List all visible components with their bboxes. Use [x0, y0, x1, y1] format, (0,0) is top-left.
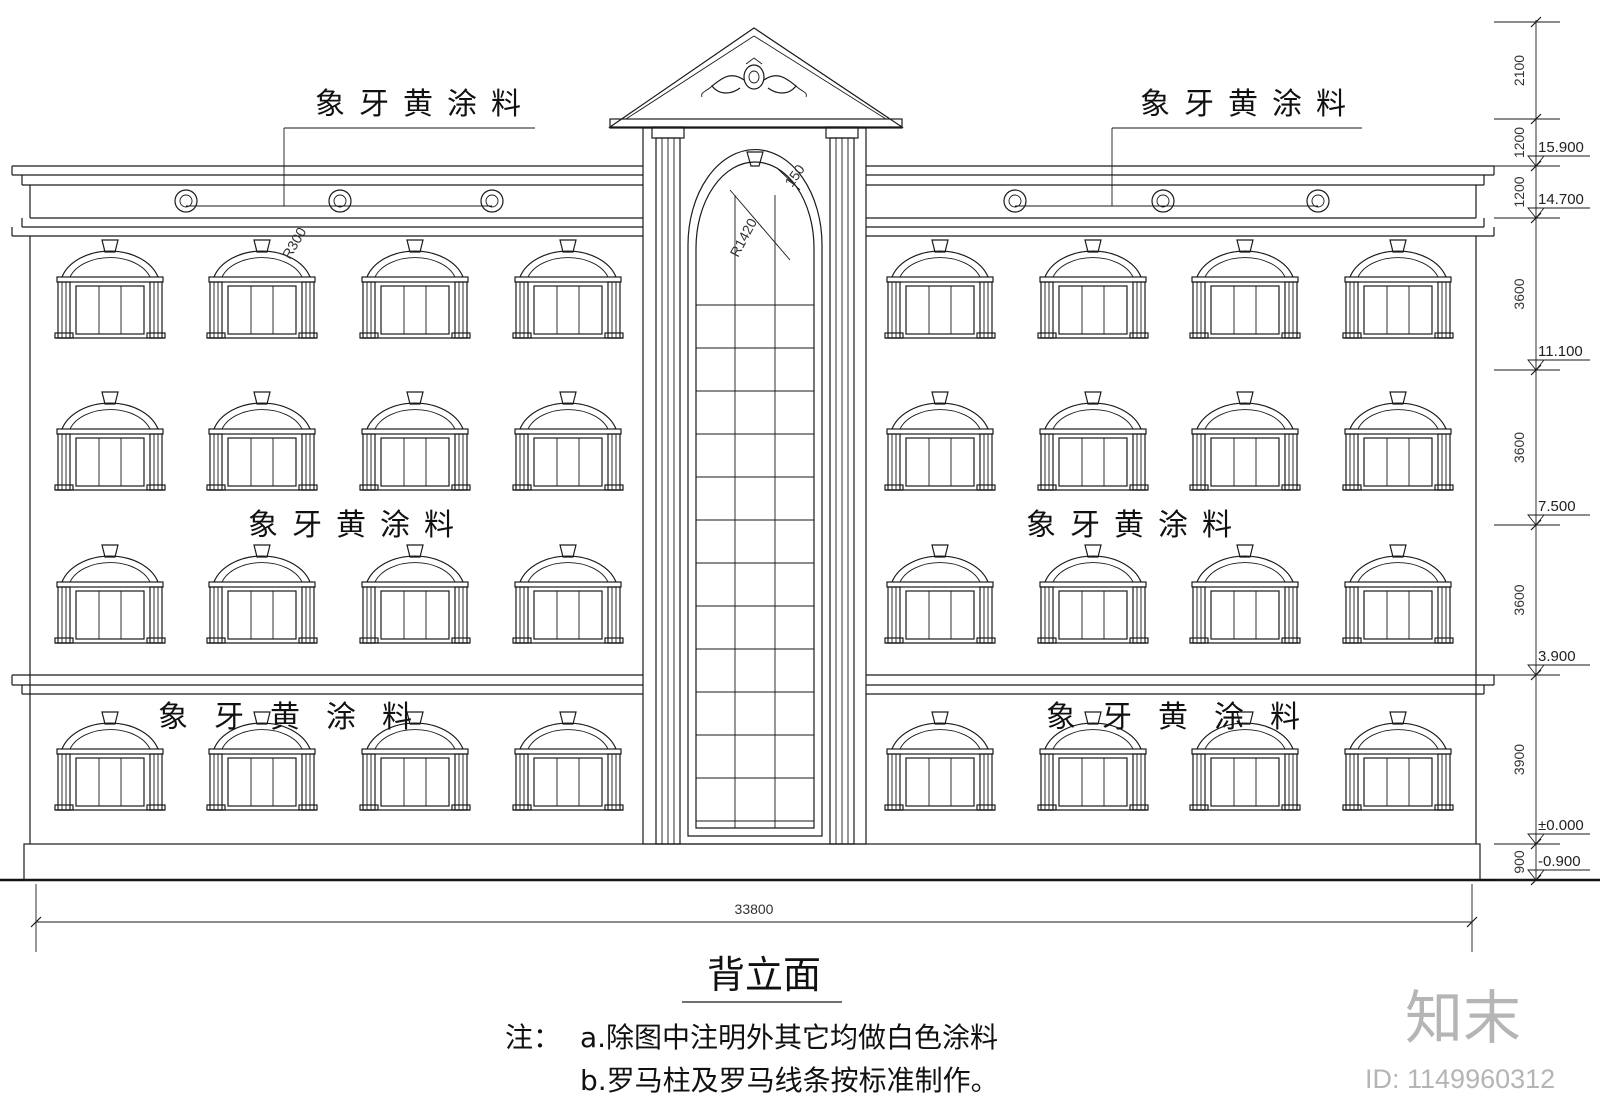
note-a: a.除图中注明外其它均做白色涂料 — [580, 1021, 998, 1054]
arched-window — [512, 544, 624, 644]
vertical-dimension-text: 2100 — [1511, 55, 1527, 86]
material-label-low-left: 象牙黄涂料 — [158, 700, 438, 735]
material-label-top-right: 象牙黄涂料 — [1140, 87, 1360, 122]
arched-window — [1037, 711, 1149, 811]
frieze-medallions — [174, 189, 1330, 213]
elevation-mark: 15.900 — [1527, 139, 1590, 167]
notes-prefix: 注： — [505, 1021, 561, 1054]
vertical-dimension-text: 900 — [1511, 850, 1527, 874]
arched-window — [1342, 391, 1454, 491]
vertical-dimension-text: 3600 — [1511, 432, 1527, 463]
arched-window — [206, 711, 318, 811]
note-b: b.罗马柱及罗马线条按标准制作。 — [580, 1064, 999, 1097]
arched-window — [512, 711, 624, 811]
material-label-low-right: 象牙黄涂料 — [1046, 700, 1326, 735]
arched-window — [1037, 391, 1149, 491]
radius-label-large-arch: R1420 — [727, 215, 761, 259]
arched-window — [884, 239, 996, 339]
vertical-dimension-text: 1200 — [1511, 127, 1527, 158]
plinth — [23, 843, 1481, 881]
left-wing-cornice — [11, 165, 643, 844]
radius-label-small-arch: R300 — [279, 224, 310, 261]
tower-pilasters — [651, 126, 859, 845]
vertical-dimension-text: 3600 — [1511, 278, 1527, 309]
arched-window — [206, 239, 318, 339]
elevation-mark: ±0.000 — [1527, 817, 1590, 845]
watermark-id: ID: 1149960312 — [1365, 1064, 1555, 1094]
medallion — [328, 189, 352, 213]
elevation-mark: 3.900 — [1527, 648, 1590, 676]
medallion — [480, 189, 504, 213]
material-label-mid-left: 象牙黄涂料 — [248, 508, 468, 543]
arched-window — [54, 711, 166, 811]
pediment-ornament — [701, 57, 807, 98]
arched-window — [884, 391, 996, 491]
right-wing-cornice — [866, 165, 1495, 844]
arched-window — [359, 711, 471, 811]
drawing-title: 背立面 — [707, 953, 821, 997]
central-tower — [608, 27, 904, 845]
vertical-dimension-chain — [1494, 16, 1560, 886]
facade-outline — [0, 27, 1600, 882]
medallion — [1003, 189, 1027, 213]
arched-window — [1189, 544, 1301, 644]
elevation-text: -0.900 — [1538, 853, 1581, 870]
medallion — [174, 189, 198, 213]
arched-window — [54, 239, 166, 339]
arched-window — [359, 239, 471, 339]
arched-window — [512, 391, 624, 491]
arched-window — [1189, 711, 1301, 811]
vertical-dimension-text: 3900 — [1511, 744, 1527, 775]
elevation-mark: -0.900 — [1527, 853, 1590, 881]
elevation-text: 14.700 — [1538, 191, 1584, 208]
arched-window — [1189, 239, 1301, 339]
elevation-mark: 14.700 — [1527, 191, 1590, 219]
arched-window — [1342, 239, 1454, 339]
arched-window — [1189, 391, 1301, 491]
medallion — [1151, 189, 1175, 213]
elevation-mark: 7.500 — [1527, 498, 1590, 526]
vertical-dimension-text: 1200 — [1511, 176, 1527, 207]
arched-window — [884, 711, 996, 811]
arched-window — [54, 391, 166, 491]
elevation-text: 15.900 — [1538, 139, 1584, 156]
arched-window — [1037, 239, 1149, 339]
arched-window — [1037, 544, 1149, 644]
radius-label-arch-band: 150 — [781, 161, 808, 189]
elevation-text: 11.100 — [1538, 343, 1583, 360]
vertical-dimension-text: 3600 — [1511, 584, 1527, 615]
arched-window — [54, 544, 166, 644]
elevation-mark: 11.100 — [1527, 343, 1590, 371]
arched-window — [1342, 711, 1454, 811]
arched-window — [206, 544, 318, 644]
window-grid — [54, 239, 1454, 811]
arched-window — [884, 544, 996, 644]
arched-window — [512, 239, 624, 339]
material-leaders — [283, 127, 1362, 206]
elevation-text: 7.500 — [1538, 498, 1576, 515]
material-label-top-left: 象牙黄涂料 — [315, 87, 535, 122]
watermark-brand: 知末 — [1405, 986, 1521, 1051]
elevation-text: 3.900 — [1538, 648, 1576, 665]
arched-window — [359, 544, 471, 644]
material-label-mid-right: 象牙黄涂料 — [1026, 508, 1246, 543]
elevation-text: ±0.000 — [1538, 817, 1584, 834]
arched-window — [206, 391, 318, 491]
overall-dimension-line — [30, 884, 1478, 952]
overall-width-dimension: 33800 — [735, 901, 774, 917]
arched-window — [1342, 544, 1454, 644]
tower-arched-window — [687, 149, 823, 837]
arched-window — [359, 391, 471, 491]
medallion — [1306, 189, 1330, 213]
